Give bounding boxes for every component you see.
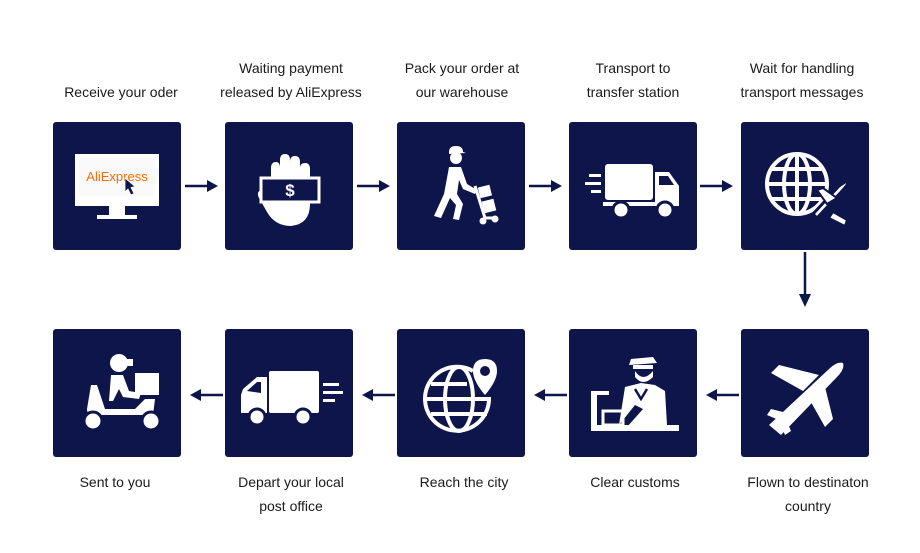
scooter-icon [82,354,162,432]
step-4-box [569,122,697,250]
step-7-label: Clear customs [590,474,680,490]
arrow-right-2 [357,179,391,193]
step-1-box: AliExpress [53,122,181,250]
arrow-left-4 [189,388,223,402]
airplane-icon [767,362,844,435]
arrow-right-1 [185,179,219,193]
step-3-box [397,122,525,250]
step-2-box: $ [225,122,353,250]
arrow-left-2 [533,388,567,402]
customs-officer-icon [591,357,679,431]
globe-plane-icon [765,152,850,228]
step-6-box [741,329,869,457]
step-8-box [397,329,525,457]
arrow-right-4 [700,179,734,193]
truck-icon [585,164,679,220]
step-7-box [569,329,697,457]
dollar-symbol: $ [285,181,295,200]
step-1-label: Receive your oder [64,84,178,100]
step-8-label: Reach the city [419,474,509,490]
step-5-box [741,122,869,250]
step-10-box [53,329,181,457]
arrow-left-3 [361,388,395,402]
hand-money-icon: $ [257,154,321,226]
arrow-left-1 [705,388,739,402]
worker-cart-icon [434,146,499,225]
computer-icon: AliExpress [75,154,159,219]
brand-text: AliExpress [86,169,148,184]
step-9-box [225,329,353,457]
globe-pin-icon [423,359,497,433]
step-10-label: Sent to you [79,474,151,490]
arrow-right-3 [529,179,563,193]
delivery-truck-icon [241,371,343,427]
arrow-down [798,252,812,308]
